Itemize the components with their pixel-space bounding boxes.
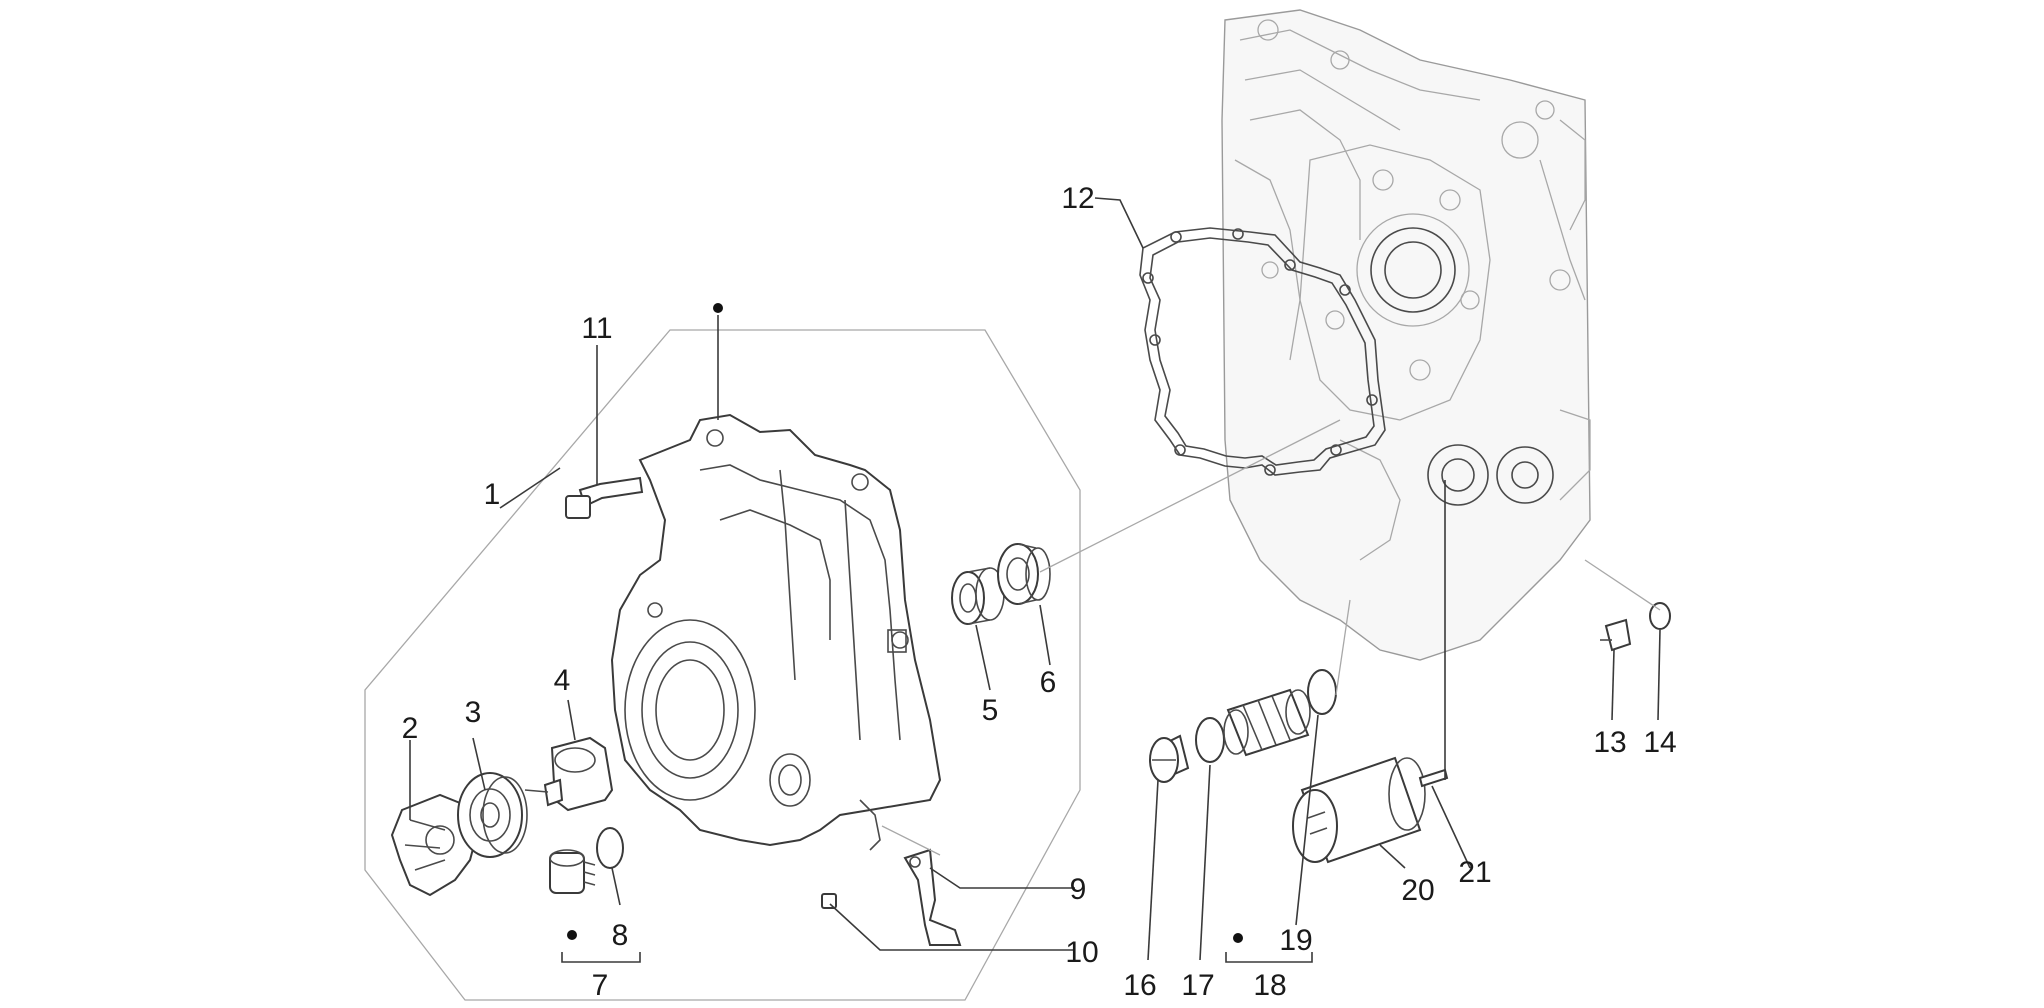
label-16: 16 [1123, 969, 1156, 1002]
seal-part-3 [457, 772, 528, 858]
oring-part-19 [1307, 669, 1337, 715]
label-2: 2 [402, 712, 419, 745]
stud-part-21 [1418, 768, 1449, 788]
label-14: 14 [1643, 726, 1676, 759]
label-5: 5 [982, 694, 999, 727]
label-18: 18 [1253, 969, 1286, 1002]
label-21: 21 [1458, 856, 1491, 889]
bracket-part-9 [903, 848, 962, 946]
label-8: 8 [612, 919, 629, 952]
label-10: 10 [1065, 936, 1098, 969]
callout-labels: 1 2 3 4 5 6 7 8 9 10 11 12 13 14 16 17 1… [402, 182, 1677, 1002]
plug-part-8 [549, 827, 624, 894]
screw-part-10 [821, 893, 837, 909]
label-7: 7 [592, 969, 609, 1002]
label-17: 17 [1181, 969, 1214, 1002]
label-11: 11 [581, 312, 612, 345]
gasket-part-12 [1139, 227, 1386, 476]
label-3: 3 [465, 696, 482, 729]
label-4: 4 [554, 664, 571, 697]
label-6: 6 [1040, 666, 1057, 699]
crankcase-background [1221, 9, 1591, 661]
label-19: 19 [1279, 924, 1312, 957]
label-20: 20 [1401, 874, 1434, 907]
impeller-part-2 [390, 793, 480, 897]
label-9: 9 [1070, 873, 1087, 906]
oring-part-17 [1195, 717, 1225, 763]
shaft-part-4 [524, 736, 614, 812]
filter-mesh-part-18 [1223, 688, 1311, 757]
label-12: 12 [1061, 182, 1094, 215]
kit-marker-dot [713, 303, 723, 313]
label-13: 13 [1593, 726, 1626, 759]
bushing-part-6 [997, 543, 1051, 605]
bearing-part-5 [951, 567, 1005, 625]
washer-part-14 [1649, 602, 1671, 630]
drain-plug-part-16 [1149, 734, 1190, 783]
plug-part-13 [1600, 618, 1632, 652]
label-1: 1 [484, 478, 501, 511]
kit-marker-dot-18 [1233, 933, 1243, 943]
kit-marker-dot-7 [567, 930, 577, 940]
kit-outline-1 [364, 329, 1081, 1001]
cover-part-1 [610, 413, 942, 851]
bracket-18 [1225, 952, 1313, 963]
bolt-part-11 [565, 476, 644, 519]
bracket-7 [561, 952, 641, 963]
leader-lines [409, 197, 1661, 961]
oil-filter-part-20 [1292, 756, 1426, 864]
